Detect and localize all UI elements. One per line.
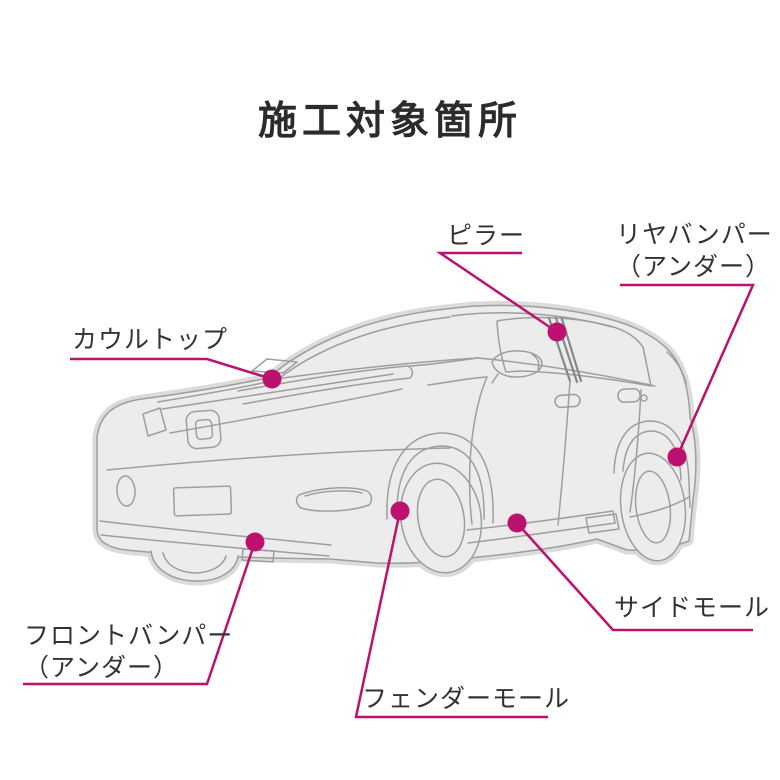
fog-light (295, 487, 373, 512)
hood-inner-line (157, 380, 272, 403)
label-fender-moulding: フェンダーモール (362, 683, 570, 715)
leader-line-rear-bumper-under (620, 283, 755, 458)
front-door-rear-seam (557, 380, 571, 526)
label-pillar-text: ピラー (447, 222, 526, 250)
rear-wheel-arch (613, 420, 691, 508)
leader-dots (245, 322, 687, 552)
far-front-wheel-inner (162, 552, 227, 574)
leader-line-pillar (435, 251, 558, 334)
fender-shoulder-line (409, 357, 479, 367)
sill-step-flap (585, 513, 620, 534)
marker-dot-front-bumper-under (245, 532, 265, 552)
page-title: 施工対象箇所 (257, 100, 522, 143)
windshield-base (267, 357, 479, 381)
rear-door-keyhole (640, 394, 648, 402)
label-rear-bumper-under-line1: リヤバンパー (616, 221, 773, 249)
label-fender-moulding-text: フェンダーモール (362, 685, 571, 713)
label-side-moulding: サイドモール (614, 592, 770, 624)
label-front-bumper-under: フロントバンパー （アンダー） (24, 620, 233, 684)
front-wheel-arch-inner (396, 445, 485, 520)
grille-left-wedge (142, 407, 167, 437)
front-left-reflector (116, 475, 136, 507)
leader-lines (23, 251, 755, 719)
marker-dot-fender-moulding (390, 501, 410, 521)
side-sill-upper (466, 510, 616, 531)
rear-tire (619, 452, 687, 562)
leader-line-cowl-top (70, 357, 273, 381)
label-cowl-top: カウルトップ (72, 324, 228, 356)
headlight-bottom-line (242, 365, 414, 405)
rear-wheel-rim (634, 470, 672, 544)
leader-line-fender-moulding (354, 510, 548, 719)
front-wheel-arch (386, 432, 494, 524)
fender-character-line (427, 376, 488, 386)
marker-dot-rear-bumper-under (667, 447, 687, 467)
front-door-handle (554, 393, 581, 409)
far-front-wheel (150, 550, 239, 582)
label-rear-bumper-under-line2: （アンダー） (616, 253, 772, 281)
grille-band-bottom (169, 388, 403, 434)
headlight-top-line (237, 365, 409, 392)
label-rear-bumper-under: リヤバンパー （アンダー） (616, 219, 773, 283)
side-mirror (491, 350, 543, 378)
label-side-moulding-text: サイドモール (614, 594, 771, 622)
front-tire (399, 462, 483, 574)
marker-dot-pillar (547, 322, 567, 342)
leader-line-side-moulding (516, 522, 753, 632)
brand-logo (185, 409, 222, 450)
shoulder-line (477, 357, 656, 387)
rear-door-rear-seam (629, 389, 642, 513)
marker-dot-side-moulding (507, 513, 527, 533)
front-wheel-rim (416, 478, 466, 558)
front-door-front-seam (468, 376, 488, 525)
label-cowl-top-text: カウルトップ (72, 326, 229, 354)
bumper-top-line (106, 447, 451, 471)
side-sill-lower (467, 522, 616, 544)
rear-bumper-lower-line (629, 496, 690, 518)
front-lip-lower (100, 534, 330, 557)
side-glass-outline (496, 316, 652, 387)
label-front-bumper-under-line2: （アンダー） (24, 654, 180, 682)
marker-dot-cowl-top (262, 369, 282, 389)
license-plate (172, 485, 233, 517)
brand-logo-inner (194, 418, 214, 440)
leader-line-front-bumper-under (23, 541, 257, 686)
rear-door-handle (617, 387, 641, 404)
label-pillar: ピラー (447, 220, 525, 252)
front-lip-upper (99, 520, 332, 546)
taillight-edge (666, 351, 687, 384)
side-mirror-inner (491, 353, 540, 384)
fog-light-inner (304, 490, 363, 497)
a-pillar-inner-line (276, 316, 451, 381)
grille-band-top (161, 373, 394, 410)
label-front-bumper-under-line1: フロントバンパー (24, 622, 234, 650)
